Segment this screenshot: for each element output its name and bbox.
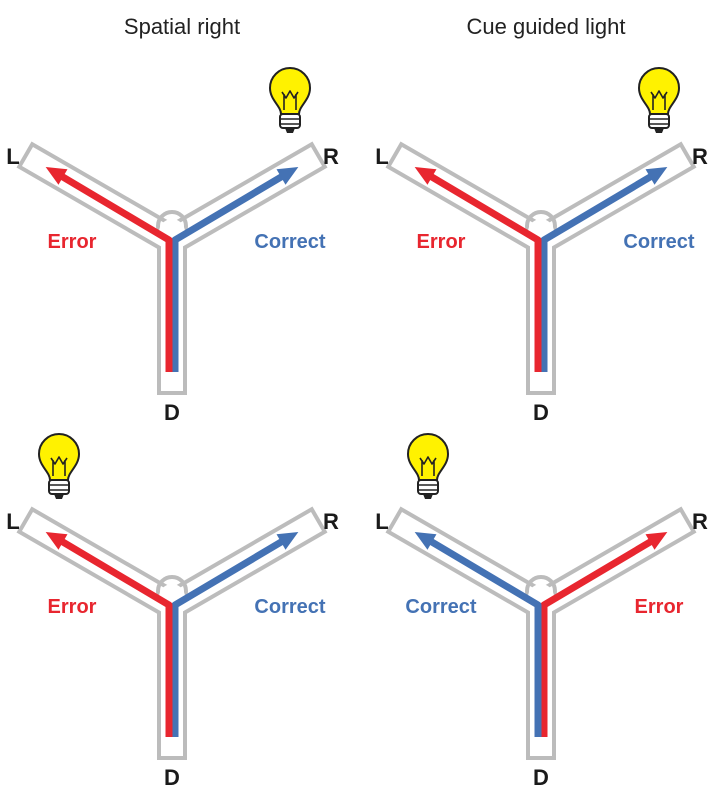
arrow-right-correct bbox=[276, 167, 299, 185]
arrow-left-error bbox=[45, 167, 68, 185]
outcome-label-right: Correct bbox=[254, 231, 325, 253]
maze-panel-spatial-right-light-left: L R D Error Correct bbox=[6, 433, 339, 785]
column-title-spatial-right: Spatial right bbox=[123, 14, 241, 39]
light-bulb-icon bbox=[268, 67, 312, 133]
outcome-label-left: Error bbox=[417, 231, 466, 253]
path-to-left-error bbox=[57, 536, 173, 737]
arrow-left-error bbox=[45, 532, 68, 550]
arm-label-bottom: D bbox=[533, 765, 549, 785]
arm-label-right: R bbox=[323, 509, 339, 534]
column-title-cue-guided-light: Cue guided light bbox=[466, 14, 626, 39]
path-to-right-correct bbox=[540, 171, 656, 372]
arm-label-right: R bbox=[323, 144, 339, 169]
path-to-left-error bbox=[57, 171, 173, 372]
outcome-label-right: Correct bbox=[623, 231, 694, 253]
arm-label-left: L bbox=[375, 509, 388, 534]
path-to-right-correct bbox=[171, 536, 287, 737]
arm-label-left: L bbox=[375, 144, 388, 169]
path-to-left-error bbox=[426, 171, 542, 372]
maze-panel-cue-light-light-left: L R D Correct Error bbox=[375, 433, 708, 785]
arm-label-left: L bbox=[6, 509, 19, 534]
maze-panel-cue-light-light-right: L R D Error Correct bbox=[375, 67, 708, 425]
arrow-right-correct bbox=[645, 167, 668, 185]
arm-label-bottom: D bbox=[164, 400, 180, 425]
outcome-label-left: Error bbox=[48, 231, 97, 253]
outcome-label-right: Correct bbox=[254, 596, 325, 618]
arm-label-bottom: D bbox=[164, 765, 180, 785]
arm-label-right: R bbox=[692, 509, 708, 534]
path-to-left-correct bbox=[426, 536, 542, 737]
arrow-right-error bbox=[645, 532, 668, 550]
arm-label-bottom: D bbox=[533, 400, 549, 425]
outcome-label-right: Error bbox=[635, 596, 684, 618]
arrow-left-correct bbox=[414, 532, 437, 550]
light-bulb-icon bbox=[37, 433, 81, 499]
outcome-label-left: Error bbox=[48, 596, 97, 618]
maze-panel-spatial-right-light-right: L R D Error Correct bbox=[6, 67, 339, 425]
light-bulb-icon bbox=[637, 67, 681, 133]
arm-label-right: R bbox=[692, 144, 708, 169]
path-to-right-error bbox=[540, 536, 656, 737]
arm-label-left: L bbox=[6, 144, 19, 169]
outcome-label-left: Correct bbox=[405, 596, 476, 618]
arrow-left-error bbox=[414, 167, 437, 185]
path-to-right-correct bbox=[171, 171, 287, 372]
light-bulb-icon bbox=[406, 433, 450, 499]
arrow-right-correct bbox=[276, 532, 299, 550]
